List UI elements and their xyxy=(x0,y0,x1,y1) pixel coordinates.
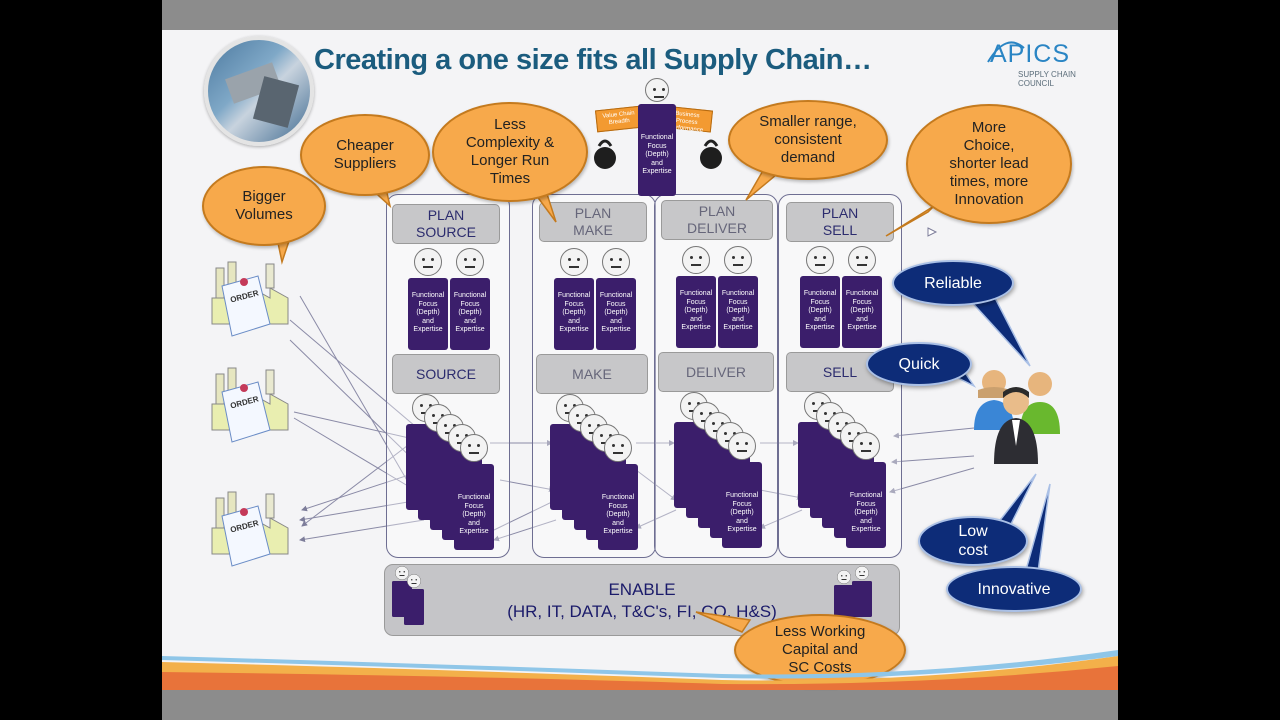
face-icon xyxy=(855,566,869,580)
functional-focus-label: Functional Focus (Depth) and Expertise xyxy=(554,278,594,350)
connector-lines xyxy=(289,213,975,543)
staff-figure: Functional Focus (Depth) and Expertise xyxy=(454,434,494,550)
logo-arc-icon xyxy=(987,41,1025,63)
functional-focus-label: Functional Focus (Depth) and Expertise xyxy=(450,278,490,350)
staff-figure: Functional Focus (Depth) and Expertise xyxy=(722,432,762,548)
face-icon xyxy=(848,246,876,274)
face-icon xyxy=(604,434,632,462)
face-icon xyxy=(456,248,484,276)
functional-focus-label: Functional Focus (Depth) and Expertise xyxy=(722,462,762,548)
staff-figure: Functional Focus (Depth) and Expertise xyxy=(554,248,594,350)
enable-title: ENABLE xyxy=(608,580,676,599)
staff-figure: Functional Focus (Depth) and Expertise xyxy=(676,246,716,348)
functional-focus-label: Functional Focus (Depth) and Expertise xyxy=(846,462,886,548)
face-icon xyxy=(682,246,710,274)
apics-logo: APICS SUPPLY CHAIN COUNCIL xyxy=(987,40,1076,88)
factory-order-icon: ORDER xyxy=(210,360,290,444)
factory-order-icon: ORDER xyxy=(210,484,290,568)
kettlebell-right-icon xyxy=(700,139,722,169)
staff-figure: Functional Focus (Depth) and Expertise xyxy=(842,246,882,348)
face-icon xyxy=(460,434,488,462)
bubble-reliable: Reliable xyxy=(892,260,1014,306)
central-figure-body: Functional Focus (Depth) and Expertise xyxy=(638,104,676,196)
functional-focus-label: Functional Focus (Depth) and Expertise xyxy=(598,464,638,550)
kettlebell-left-icon xyxy=(594,139,616,169)
functional-focus-label xyxy=(404,589,424,625)
sad-face-icon xyxy=(645,78,669,102)
customers-icon xyxy=(974,370,1060,464)
face-icon xyxy=(724,246,752,274)
functional-focus-label: Functional Focus (Depth) and Expertise xyxy=(454,464,494,550)
face-icon xyxy=(852,432,880,460)
face-icon xyxy=(728,432,756,460)
staff-figure xyxy=(834,570,854,621)
staff-figure xyxy=(404,574,424,625)
functional-focus-label: Functional Focus (Depth) and Expertise xyxy=(718,276,758,348)
functional-focus-label: Functional Focus (Depth) and Expertise xyxy=(676,276,716,348)
source-box: SOURCE xyxy=(392,354,500,394)
staff-figure: Functional Focus (Depth) and Expertise xyxy=(846,432,886,548)
functional-focus-label: Functional Focus (Depth) and Expertise xyxy=(596,278,636,350)
face-icon xyxy=(837,570,851,584)
slide: Creating a one size fits all Supply Chai… xyxy=(162,0,1118,720)
functional-focus-label: Functional Focus (Depth) and Expertise xyxy=(800,276,840,348)
make-box: MAKE xyxy=(536,354,648,394)
slide-title: Creating a one size fits all Supply Chai… xyxy=(314,44,872,76)
functional-focus-label: Functional Focus (Depth) and Expertise xyxy=(842,276,882,348)
staff-figure xyxy=(852,566,872,617)
face-icon xyxy=(560,248,588,276)
face-icon xyxy=(602,248,630,276)
staff-figure: Functional Focus (Depth) and Expertise xyxy=(596,248,636,350)
functional-focus-label xyxy=(834,585,854,621)
top-bar xyxy=(162,0,1118,30)
bubble-innovative: Innovative xyxy=(946,566,1082,612)
staff-figure: Functional Focus (Depth) and Expertise xyxy=(598,434,638,550)
staff-figure: Functional Focus (Depth) and Expertise xyxy=(800,246,840,348)
decorative-swoosh xyxy=(162,650,1118,690)
factory-order-icon: ORDER xyxy=(210,254,290,338)
header-photo xyxy=(204,36,314,146)
face-icon xyxy=(414,248,442,276)
deliver-box: DELIVER xyxy=(658,352,774,392)
staff-figure: Functional Focus (Depth) and Expertise xyxy=(450,248,490,350)
functional-focus-label: Functional Focus (Depth) and Expertise xyxy=(408,278,448,350)
staff-figure: Functional Focus (Depth) and Expertise xyxy=(718,246,758,348)
bubble-quick: Quick xyxy=(866,342,972,386)
bottom-bar xyxy=(162,690,1118,720)
central-figure: Functional Focus (Depth) and Expertise xyxy=(638,78,676,196)
staff-figure: Functional Focus (Depth) and Expertise xyxy=(408,248,448,350)
face-icon xyxy=(395,566,409,580)
logo-subtitle: SUPPLY CHAIN COUNCIL xyxy=(1018,70,1076,88)
functional-focus-label xyxy=(852,581,872,617)
face-icon xyxy=(806,246,834,274)
face-icon xyxy=(407,574,421,588)
